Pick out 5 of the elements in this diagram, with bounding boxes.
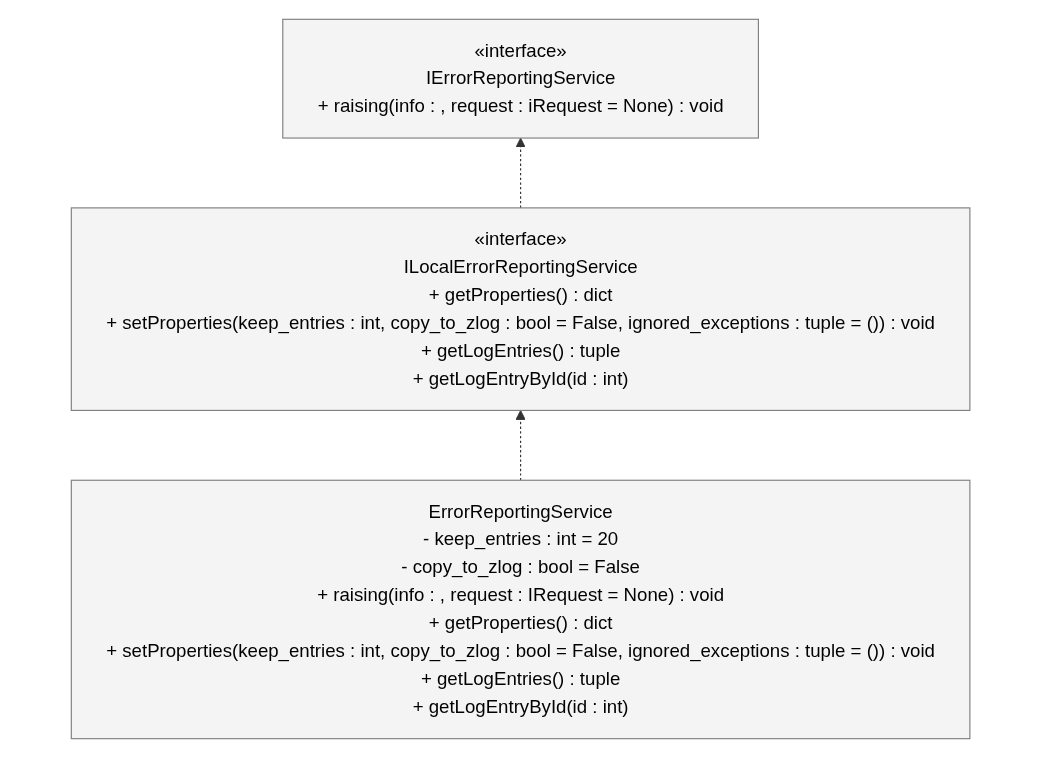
arrow bbox=[515, 409, 527, 481]
node-box: «interface» ILocalErrorReportingService + getProperties() : dict + setProperties(keep_entries : int, copy_to_zlog : bool = False, ignored_exceptions : tuple = ()) : void + getLogEntries() : tuple + getLogEntryById(id : int) bbox=[71, 207, 971, 411]
node-box: «interface» IErrorReportingService + raising(info : , request : iRequest = None) : void bbox=[282, 18, 760, 139]
arrow bbox=[515, 137, 527, 209]
node-box: ErrorReportingService - keep_entries : int = 20 - copy_to_zlog : bool = False + raising(info : , request : IRequest = None) : void + getProperties() : dict + setProperties(keep_entries : int, copy_to_zlog : bool = False, ignored_exceptions : tuple = ()) : void + getLogEntries() : tuple + getLogEntryById(id : int) bbox=[71, 479, 971, 740]
